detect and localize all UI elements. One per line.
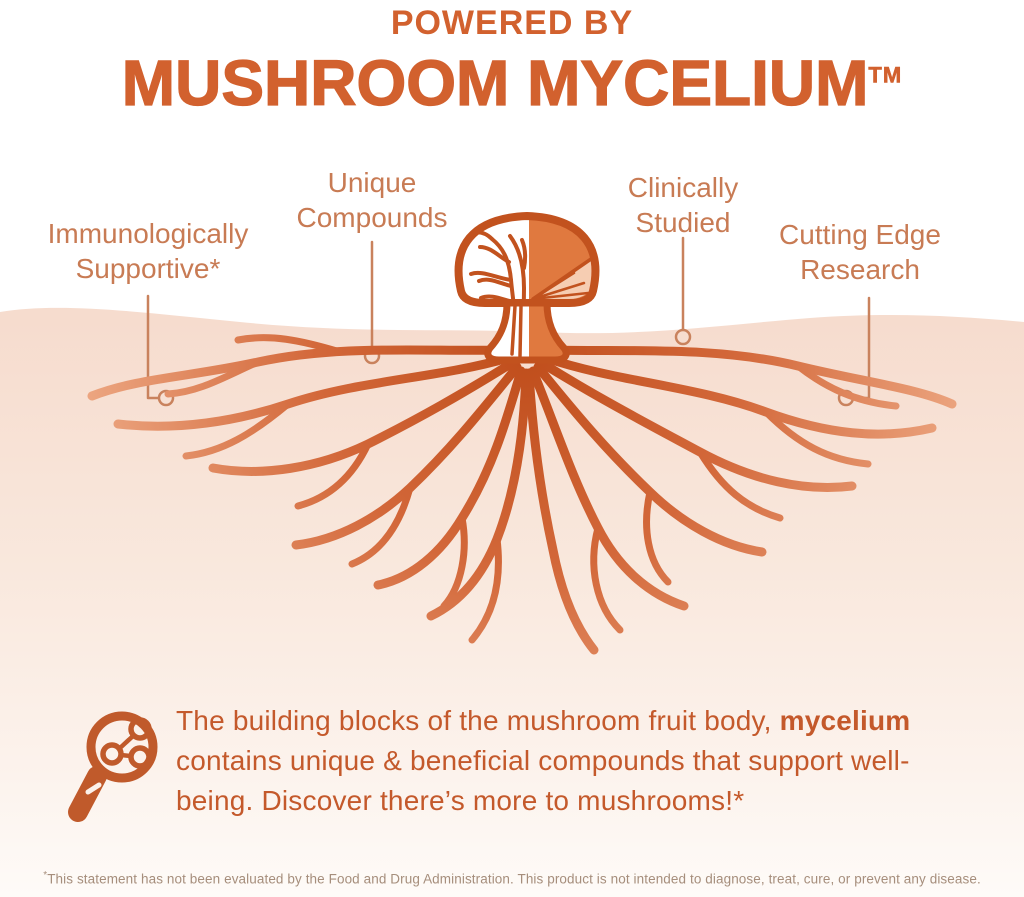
- body-copy-regular: The building blocks of the mushroom frui…: [176, 705, 772, 736]
- callout-label-line: Unique: [327, 167, 417, 198]
- magnifier-molecule-icon: [68, 711, 158, 822]
- page-title: MUSHROOM MYCELIUMTM: [0, 46, 1024, 120]
- body-copy: The building blocks of the mushroom frui…: [176, 701, 976, 821]
- mycelium-root-network: [87, 334, 957, 655]
- body-copy-bold-mycelium: mycelium: [779, 705, 911, 736]
- callout-label-line: Supportive*: [75, 253, 221, 284]
- callout-label-line: Compounds: [296, 202, 448, 233]
- kicker-title: POWERED BY: [390, 4, 634, 42]
- disclaimer-text: This statement has not been evaluated by…: [47, 871, 981, 887]
- mushroom-stem-veins: [510, 304, 523, 358]
- mushroom-gills: [531, 257, 594, 301]
- body-copy-line3: being. Discover there’s more to mushroom…: [176, 785, 745, 816]
- callout-line-clinically-studied: [674, 236, 692, 346]
- mushroom-mycelium-illustration: [454, 212, 600, 364]
- callout-cutting-edge-research: Cutting Edge Research: [730, 217, 990, 287]
- body-copy-line2: contains unique & beneficial compounds t…: [176, 745, 910, 776]
- ground-band: [0, 307, 1024, 897]
- callout-label-line: Clinically: [627, 172, 739, 203]
- callout-unique-compounds: Unique Compounds: [272, 165, 472, 235]
- callout-label-line: Immunologically: [47, 218, 249, 249]
- callout-label-line: Studied: [635, 207, 731, 238]
- trademark-symbol: TM: [868, 62, 903, 88]
- disclaimer-asterisk: *: [43, 870, 48, 881]
- callout-clinically-studied: Clinically Studied: [583, 170, 783, 240]
- fda-disclaimer: *This statement has not been evaluated b…: [0, 870, 1024, 887]
- callout-immunologically-supportive: Immunologically Supportive*: [18, 216, 278, 286]
- callout-line-immunologically-supportive: [146, 294, 175, 407]
- page-title-text: MUSHROOM MYCELIUM: [121, 46, 869, 119]
- callout-label-line: Research: [800, 254, 920, 285]
- callout-label-line: Cutting Edge: [779, 219, 941, 250]
- body-copy-line1: The building blocks of the mushroom frui…: [176, 701, 976, 741]
